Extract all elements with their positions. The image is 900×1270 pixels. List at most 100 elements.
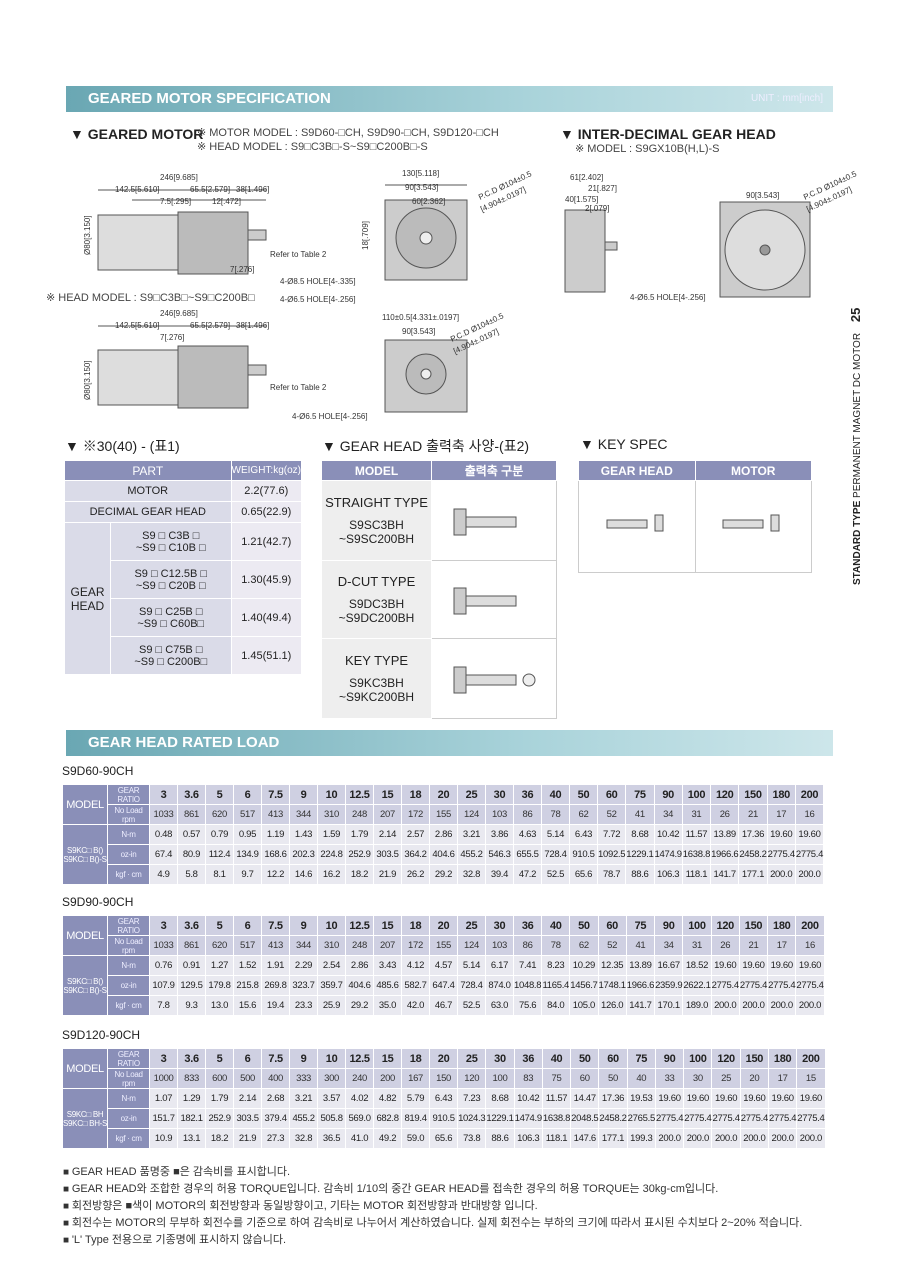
cell-nm: 4.12: [401, 955, 430, 976]
cell-kgf: 177.1: [738, 864, 768, 885]
cell-ratio: 90: [653, 784, 683, 805]
model-header: MODEL: [62, 784, 108, 825]
cell-nm: 2.14: [373, 824, 402, 845]
cell-rpm: 21: [738, 804, 768, 825]
cell-oz: 2775.4: [654, 1108, 685, 1129]
cell-rpm: 26: [710, 804, 740, 825]
refer-table-1: Refer to Table 2: [270, 250, 327, 259]
cell-ratio: 18: [401, 1048, 431, 1069]
motor-side-view-2: [97, 325, 267, 409]
cell-rpm: 41: [625, 935, 656, 956]
cell-rpm: 400: [261, 1068, 291, 1089]
gear-row-b: ~S9 □ C10B □: [135, 541, 206, 554]
cell-rpm: 17: [766, 804, 796, 825]
cell-oz: 2775.4: [683, 1108, 713, 1129]
dim-7: 7[.276]: [230, 265, 254, 274]
cell-oz: 546.3: [485, 844, 514, 865]
cell-ratio: 3.6: [177, 784, 206, 805]
dim-12: 12[.472]: [212, 197, 241, 206]
row-label: No Load rpm: [107, 1068, 151, 1089]
cell-rpm: 52: [596, 804, 627, 825]
row-label: kgf · cm: [107, 864, 150, 885]
cell-ratio: 10: [317, 784, 346, 805]
cell-rpm: 52: [597, 935, 627, 956]
cell-ratio: 120: [711, 1048, 741, 1069]
cell-kgf: 10.9: [149, 1128, 179, 1149]
load-banner-title: GEAR HEAD RATED LOAD: [88, 734, 280, 751]
cell-kgf: 8.1: [205, 864, 234, 885]
cell-kgf: 35.0: [373, 995, 402, 1016]
cell-oz: 1092.5: [596, 844, 627, 865]
cell-nm: 19.60: [711, 1088, 741, 1109]
cell-kgf: 75.6: [512, 995, 543, 1016]
cell-kgf: 25.9: [317, 995, 346, 1016]
cell-kgf: 9.3: [177, 995, 206, 1016]
cell-rpm: 517: [233, 804, 262, 825]
row-label: No Load rpm: [107, 804, 150, 825]
cell-ratio: 150: [739, 1048, 770, 1069]
cell-nm: 0.48: [149, 824, 178, 845]
inter-decimal-front: [719, 201, 811, 298]
cell-rpm: 21: [738, 935, 769, 956]
cell-ratio: 75: [625, 915, 656, 936]
model-header: MODEL: [62, 915, 108, 956]
cell-nm: 8.23: [541, 955, 571, 976]
cell-ratio: 40: [541, 1048, 572, 1069]
cell-rpm: 620: [205, 935, 234, 956]
cell-nm: 2.29: [289, 955, 318, 976]
cell-nm: 13.89: [710, 824, 740, 845]
cell-ratio: 7.5: [261, 784, 290, 805]
cell-ratio: 90: [654, 915, 684, 936]
cell-ratio: 7.5: [261, 915, 290, 936]
cell-oz: 2775.4: [767, 1108, 798, 1129]
cell-kgf: 199.3: [626, 1128, 656, 1149]
dim-246-b: 246[9.685]: [160, 309, 198, 318]
cell-kgf: 49.2: [373, 1128, 403, 1149]
dim-90: 90[3.543]: [405, 183, 438, 192]
gear-weight: 1.30(45.9): [230, 560, 303, 599]
cell-rpm: 62: [569, 935, 599, 956]
cell-kgf: 52.5: [541, 864, 570, 885]
cell-rpm: 167: [401, 1068, 431, 1089]
cell-rpm: 124: [457, 804, 486, 825]
cell-oz: 874.0: [485, 975, 514, 996]
cell-kgf: 18.2: [205, 1128, 235, 1149]
inter-decimal-side: [564, 209, 618, 293]
cell-rpm: 333: [289, 1068, 319, 1089]
cell-ratio: 120: [710, 784, 740, 805]
cell-ratio: 200: [795, 915, 825, 936]
cell-ratio: 75: [625, 784, 655, 805]
cell-nm: 6.43: [429, 1088, 459, 1109]
gear-row-b: ~S9 □ C60B□: [137, 617, 205, 630]
front-view-2: [384, 339, 468, 413]
cell-ratio: 100: [682, 915, 712, 936]
cell-nm: 1.19: [261, 824, 290, 845]
cell-nm: 6.43: [569, 824, 598, 845]
cell-ratio: 12.5: [345, 784, 374, 805]
cell-kgf: 170.1: [654, 995, 684, 1016]
side-label-bold: STANDARD TYPE: [852, 500, 863, 585]
keyspec-title: ▼ KEY SPEC: [580, 436, 668, 452]
load-table-title: S9D60-90CH: [62, 764, 134, 778]
cell-nm: 1.59: [317, 824, 346, 845]
cell-rpm: 62: [569, 804, 598, 825]
cell-rpm: 78: [541, 804, 570, 825]
geared-motor-title: ▼ GEARED MOTOR: [70, 126, 204, 142]
side-label: STANDARD TYPE PERMANENT MAGNET DC MOTOR …: [848, 308, 863, 585]
cell-nm: 19.60: [710, 955, 740, 976]
cell-rpm: 40: [626, 1068, 656, 1089]
cell-oz: 728.4: [457, 975, 486, 996]
cell-oz: 647.4: [429, 975, 458, 996]
gear-row-a: S9 □ C12.5B □: [134, 567, 208, 580]
cell-nm: 0.76: [149, 955, 178, 976]
dim-18: 18[.709]: [361, 221, 370, 250]
dim-90-b: 90[3.543]: [402, 327, 435, 336]
cell-rpm: 120: [457, 1068, 487, 1089]
page-number: 25: [848, 307, 863, 323]
cell-rpm: 16: [795, 935, 825, 956]
cell-oz: 215.8: [233, 975, 262, 996]
cell-ratio: 60: [597, 915, 627, 936]
cell-ratio: 3.6: [177, 1048, 207, 1069]
